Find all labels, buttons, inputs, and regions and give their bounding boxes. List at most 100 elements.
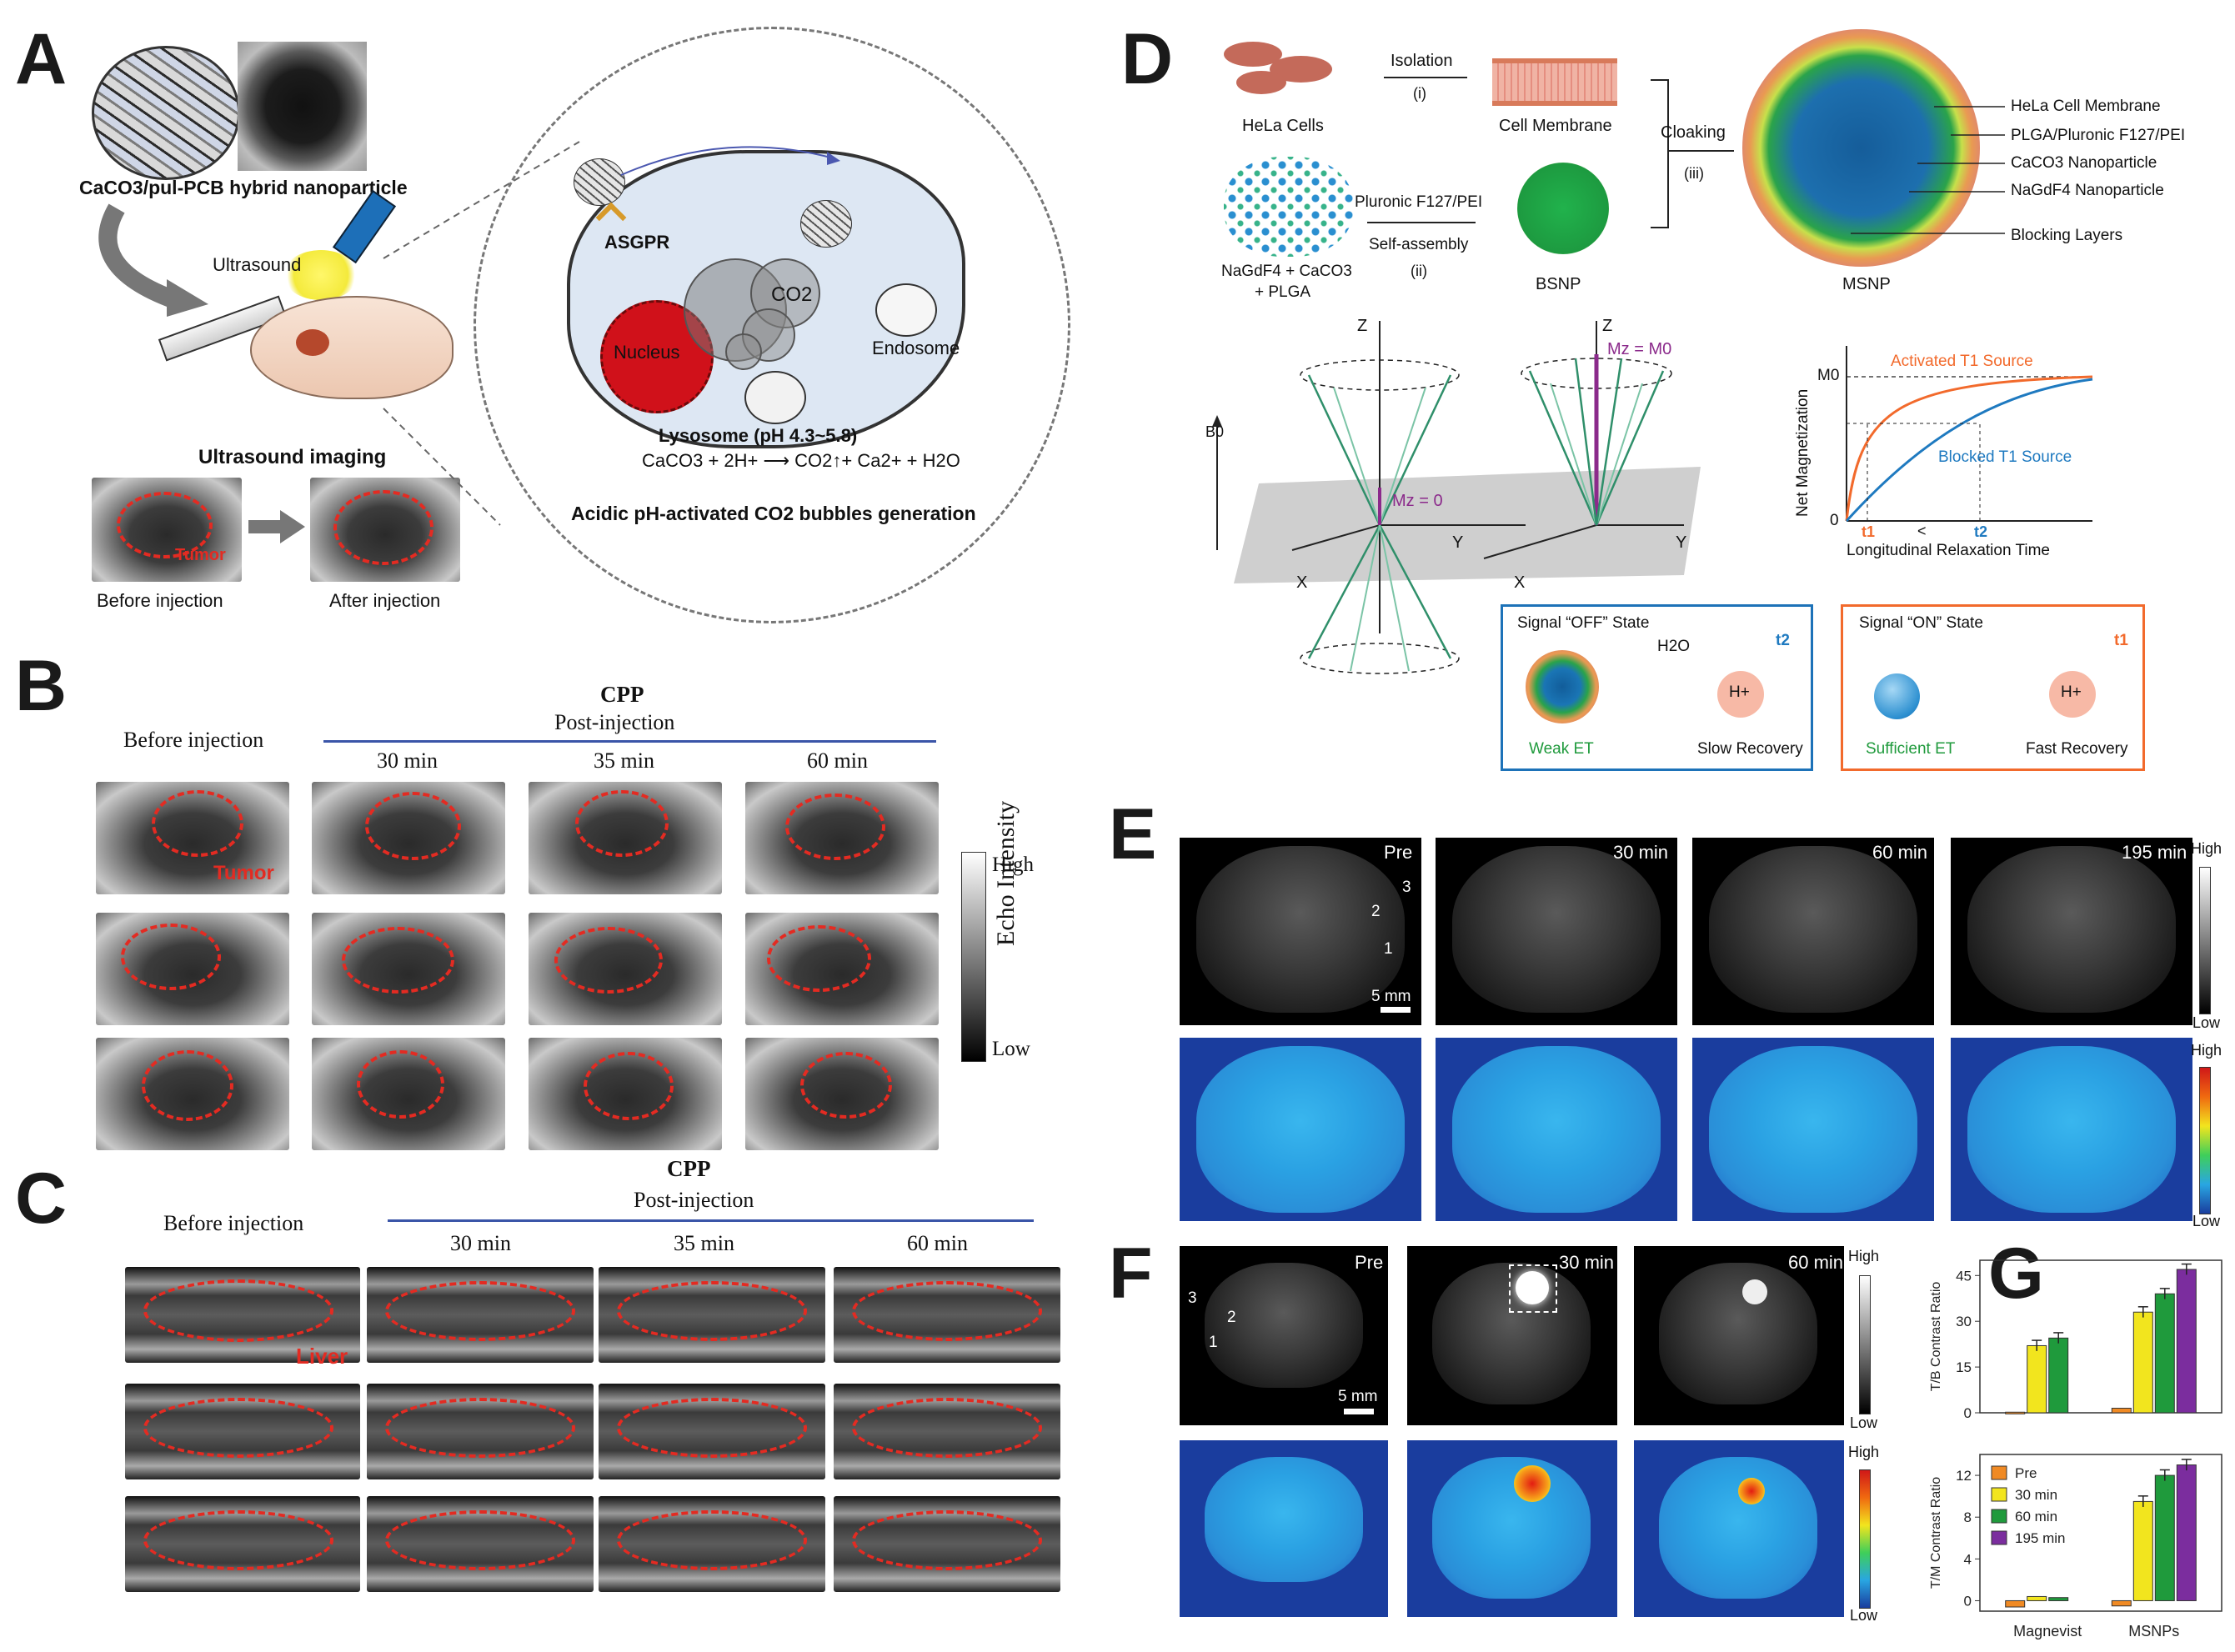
legend-leaders — [1851, 106, 2005, 234]
colorbar-title: Echo Intensity — [992, 800, 1020, 946]
axis-z-label: Z — [1602, 317, 1613, 335]
nanoparticle-illustration — [92, 46, 240, 180]
isolation-step: (i) — [1413, 85, 1426, 102]
heatmap-image — [1407, 1440, 1617, 1617]
liver-outline — [617, 1398, 807, 1458]
gray-low: Low — [1850, 1414, 1878, 1431]
off-left: Weak ET — [1529, 740, 1594, 758]
tumor-outline — [554, 927, 663, 994]
receptor-label: ASGPR — [604, 232, 670, 253]
bar — [2048, 1337, 2069, 1414]
arrow — [1667, 150, 1734, 152]
axis-x-label: X — [1514, 573, 1526, 592]
cloaking-step: (iii) — [1684, 165, 1704, 182]
color-high: High — [1848, 1444, 1880, 1460]
tumor-hotspot — [1738, 1478, 1765, 1504]
liver-outline — [385, 1281, 575, 1341]
colorbar-low: Low — [992, 1038, 1030, 1060]
after-injection-label: After injection — [329, 590, 441, 611]
bar — [2176, 1269, 2197, 1414]
mix-label-1: NaGdF4 + CaCO3 — [1221, 263, 1352, 280]
y-tick-label: 0 — [1964, 1405, 1972, 1421]
roi-label: 2 — [1371, 903, 1381, 920]
on-proton: H+ — [2061, 683, 2082, 701]
post-injection-label: Post-injection — [634, 1188, 754, 1212]
bsnp-label: BSNP — [1536, 275, 1581, 293]
liver-outline — [143, 1510, 333, 1570]
mri-image — [1951, 838, 2192, 1025]
lysosome — [744, 371, 806, 424]
roi-label: 3 — [1402, 879, 1411, 896]
panel-label-c: C — [15, 1159, 68, 1239]
co2-bubble — [725, 333, 762, 370]
roi-label: 3 — [1188, 1289, 1197, 1307]
tumor-outline — [117, 492, 213, 558]
panel-label-b: B — [15, 646, 68, 726]
post-injection-label: Post-injection — [554, 710, 675, 734]
cell-membrane-illustration — [1492, 58, 1617, 106]
y-tick-label: 12 — [1956, 1468, 1972, 1484]
color-high: High — [2191, 1042, 2222, 1059]
scale-label: 5 mm — [1338, 1388, 1378, 1405]
legend-swatch — [1991, 1530, 2007, 1545]
lt-label: < — [1917, 523, 1927, 539]
post-injection-rule — [323, 740, 936, 743]
proton-icon — [2049, 671, 2096, 718]
mzm0-label: Mz = M0 — [1607, 340, 1672, 358]
plot-frame — [1979, 1454, 2222, 1612]
time-tag: 30 min — [1559, 1252, 1615, 1273]
axis-y-label: Y — [1676, 533, 1687, 552]
ultrasound-label: Ultrasound — [213, 254, 302, 275]
before-after-arrow — [248, 510, 305, 543]
tumor-label: Tumor — [213, 862, 274, 884]
y-tick-label: 30 — [1956, 1314, 1972, 1329]
jet-colorbar — [1859, 1469, 1871, 1609]
before-col-label: Before injection — [163, 1211, 304, 1235]
mouse-illustration — [250, 296, 454, 399]
t1-label: t1 — [1862, 523, 1876, 540]
mri-image — [1436, 838, 1677, 1025]
tumor-outline — [767, 925, 871, 992]
imaging-title: Ultrasound imaging — [198, 446, 387, 468]
tumor-outline — [365, 792, 461, 860]
legend-item: Blocking Layers — [2011, 227, 2123, 244]
y-tick-label: 15 — [1956, 1359, 1972, 1375]
bar — [2111, 1408, 2132, 1414]
time-col-label: 30 min — [377, 748, 438, 773]
bar — [2132, 1311, 2153, 1414]
mri-image — [1692, 838, 1934, 1025]
off-right: Slow Recovery — [1697, 740, 1803, 758]
y-tick-label: 8 — [1964, 1509, 1972, 1525]
legend-label: 30 min — [2015, 1487, 2057, 1503]
bar — [2005, 1411, 2026, 1414]
hela-cells-illustration — [1224, 38, 1332, 96]
zoom-circle — [474, 27, 1070, 623]
axis-x-label: X — [1296, 573, 1308, 592]
msnp-illustration — [1742, 29, 1980, 267]
roi-label: 1 — [1209, 1334, 1218, 1351]
legend-item: HeLa Cell Membrane — [2011, 98, 2161, 115]
nanoparticle-label: CaCO3/pul-PCB hybrid nanoparticle — [79, 177, 408, 198]
mix-label-2: + PLGA — [1255, 283, 1311, 301]
time-tag: 195 min — [2122, 842, 2187, 863]
tumor-outline — [357, 1050, 444, 1119]
axis-y-label: Y — [1452, 533, 1464, 552]
self-assembly-label: Self-assembly — [1369, 236, 1469, 253]
liver-outline — [385, 1398, 575, 1458]
scale-bar — [1344, 1409, 1374, 1414]
color-low: Low — [1850, 1607, 1878, 1624]
mixture-illustration — [1224, 157, 1353, 257]
tumor-label: Tumor — [175, 546, 226, 564]
time-col-label: 35 min — [674, 1231, 734, 1255]
before-injection-label: Before injection — [97, 590, 223, 611]
roi-box — [1509, 1264, 1557, 1313]
arrow — [1367, 222, 1476, 223]
tem-image — [238, 42, 367, 171]
tumor-outline — [142, 1050, 233, 1121]
mri-image — [1180, 1246, 1388, 1425]
panel-label-a: A — [15, 19, 68, 99]
y-tick-label: 0 — [1964, 1593, 1972, 1609]
time-tag: 60 min — [1872, 842, 1928, 863]
roi-label: 1 — [1384, 940, 1393, 958]
